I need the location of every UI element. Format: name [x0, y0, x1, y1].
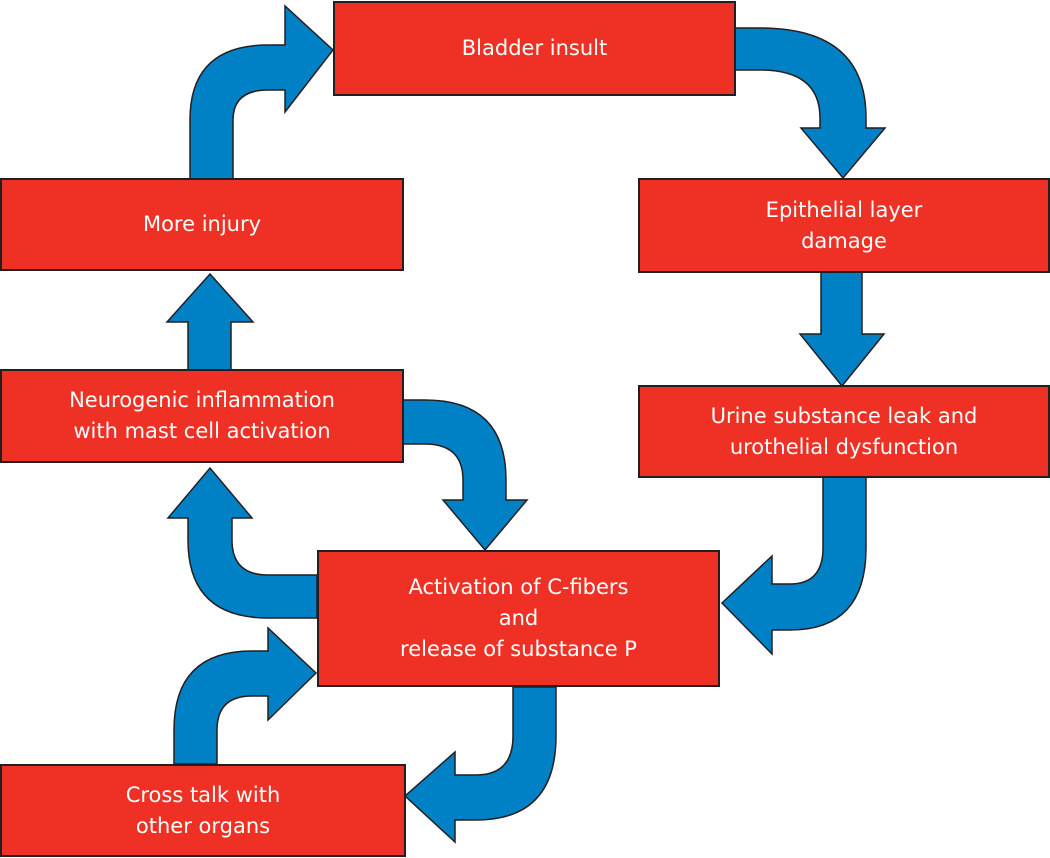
arrow-moreinjury-to-bladder: [189, 4, 335, 180]
arrow-urine-to-cfibers: [720, 476, 867, 656]
node-urine-leak: Urine substance leak and urothelial dysf…: [638, 385, 1050, 478]
node-bladder-insult: Bladder insult: [333, 1, 736, 96]
node-cross-talk: Cross talk with other organs: [0, 764, 406, 857]
arrow-epithelial-to-urine: [798, 271, 886, 388]
node-more-injury: More injury: [0, 178, 404, 271]
node-c-fibers: Activation of C-fibers and release of su…: [317, 550, 720, 687]
arrow-cfibers-to-crosstalk: [403, 686, 557, 844]
arrow-crosstalk-to-cfibers: [173, 626, 318, 765]
node-neurogenic-inflammation: Neurogenic inflammation with mast cell a…: [0, 369, 404, 463]
arrow-bladder-to-epithelial: [734, 27, 887, 180]
arrow-cfibers-to-inflammation: [166, 466, 318, 619]
node-epithelial-damage: Epithelial layer damage: [638, 178, 1050, 273]
arrow-inflammation-to-moreinjury: [165, 272, 255, 371]
arrow-inflammation-to-cfibers: [402, 399, 529, 552]
